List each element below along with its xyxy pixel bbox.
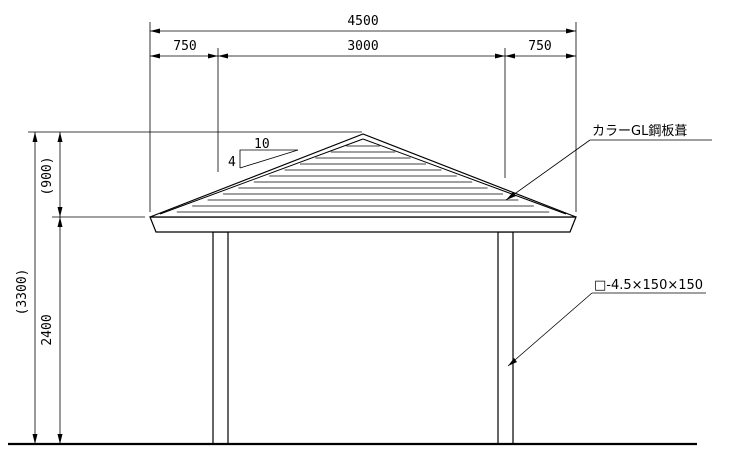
roof-slope	[149, 133, 577, 218]
arrowhead	[508, 358, 517, 366]
arrowhead	[57, 207, 63, 217]
dimension-right-overhang: 750	[528, 39, 551, 54]
slope-hypotenuse	[239, 149, 299, 169]
dimension-column-span: 3000	[347, 39, 378, 54]
slope-triangle	[239, 149, 298, 168]
roof	[149, 133, 577, 233]
arrowhead	[495, 53, 505, 59]
roof-fascia	[149, 216, 577, 233]
dimension-left-overhang: 750	[173, 39, 196, 54]
arrowhead	[150, 28, 160, 34]
dimension-overall-width: 4500	[347, 14, 378, 29]
arrowhead	[566, 28, 576, 34]
slope-rise: 4	[228, 155, 236, 170]
vertical-dimensions: (3300) (900) 2400	[15, 131, 362, 444]
arrowhead	[57, 434, 63, 444]
note-roof-material: カラーGL鋼板葺	[592, 124, 687, 139]
column-right	[497, 231, 514, 445]
roof-edge-trim-left	[159, 138, 364, 215]
arrowhead	[506, 192, 516, 200]
arrowhead	[218, 53, 228, 59]
slope-indicator: 4 10	[228, 137, 299, 170]
note-column-section: □-4.5×150×150	[594, 278, 703, 293]
dimension-roof-height: (900)	[40, 156, 55, 195]
leader-line-column	[507, 292, 593, 367]
dimension-column-height: 2400	[40, 314, 55, 345]
arrowhead	[32, 132, 38, 142]
arrowhead	[32, 434, 38, 444]
roofing-panel-lines	[176, 145, 550, 213]
arrowhead	[566, 53, 576, 59]
arrowhead	[57, 132, 63, 142]
leader-notes: カラーGL鋼板葺 □-4.5×150×150	[505, 124, 712, 367]
column-left	[212, 231, 229, 445]
slope-run: 10	[254, 137, 270, 152]
arrowhead	[57, 217, 63, 227]
dimension-total-height: (3300)	[15, 269, 30, 316]
arrowhead	[208, 53, 218, 59]
roof-edge-trim-right	[362, 138, 567, 215]
horizontal-dimensions: 4500 750 3000 750	[149, 14, 577, 212]
arrowhead	[505, 53, 515, 59]
leader-line-roof	[505, 139, 591, 201]
arrowhead	[150, 53, 160, 59]
columns	[212, 231, 514, 445]
